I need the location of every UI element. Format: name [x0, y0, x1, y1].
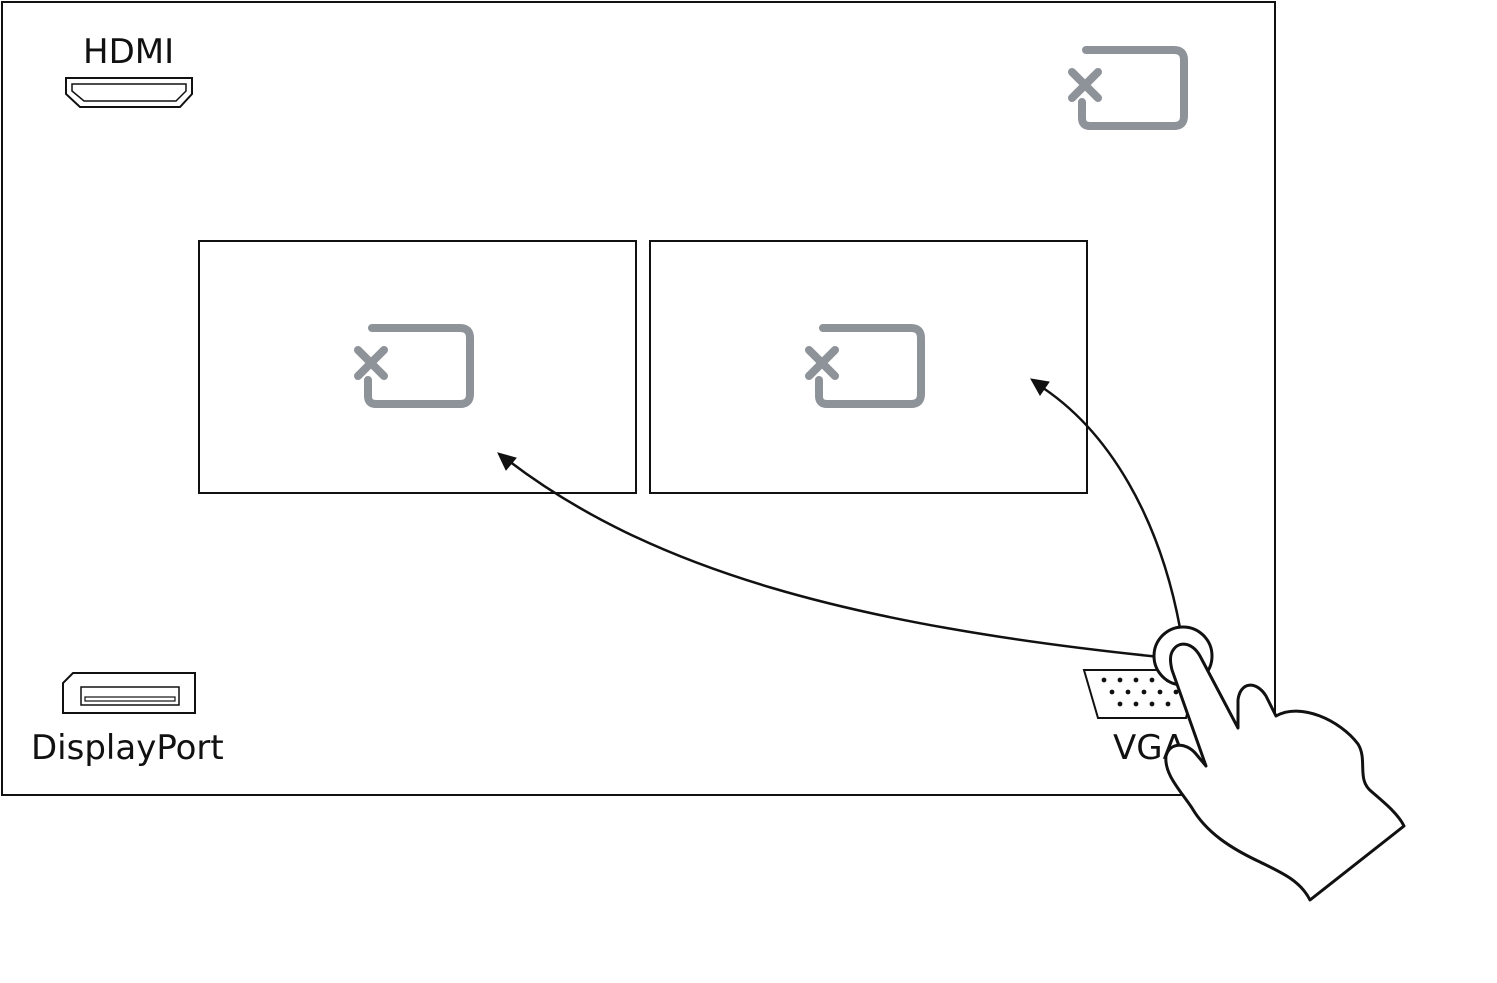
hdmi-label: HDMI — [83, 32, 175, 72]
no-signal-icon — [354, 324, 474, 408]
vga-connector-icon — [1082, 669, 1200, 719]
hdmi-connector-icon — [65, 77, 193, 108]
displayport-label: DisplayPort — [31, 728, 224, 768]
no-signal-icon — [1068, 46, 1188, 130]
screen-2[interactable] — [649, 240, 1088, 494]
vga-label: VGA — [1113, 728, 1186, 768]
no-signal-icon — [805, 324, 925, 408]
screen-1[interactable] — [198, 240, 637, 494]
displayport-connector-icon — [62, 672, 196, 714]
